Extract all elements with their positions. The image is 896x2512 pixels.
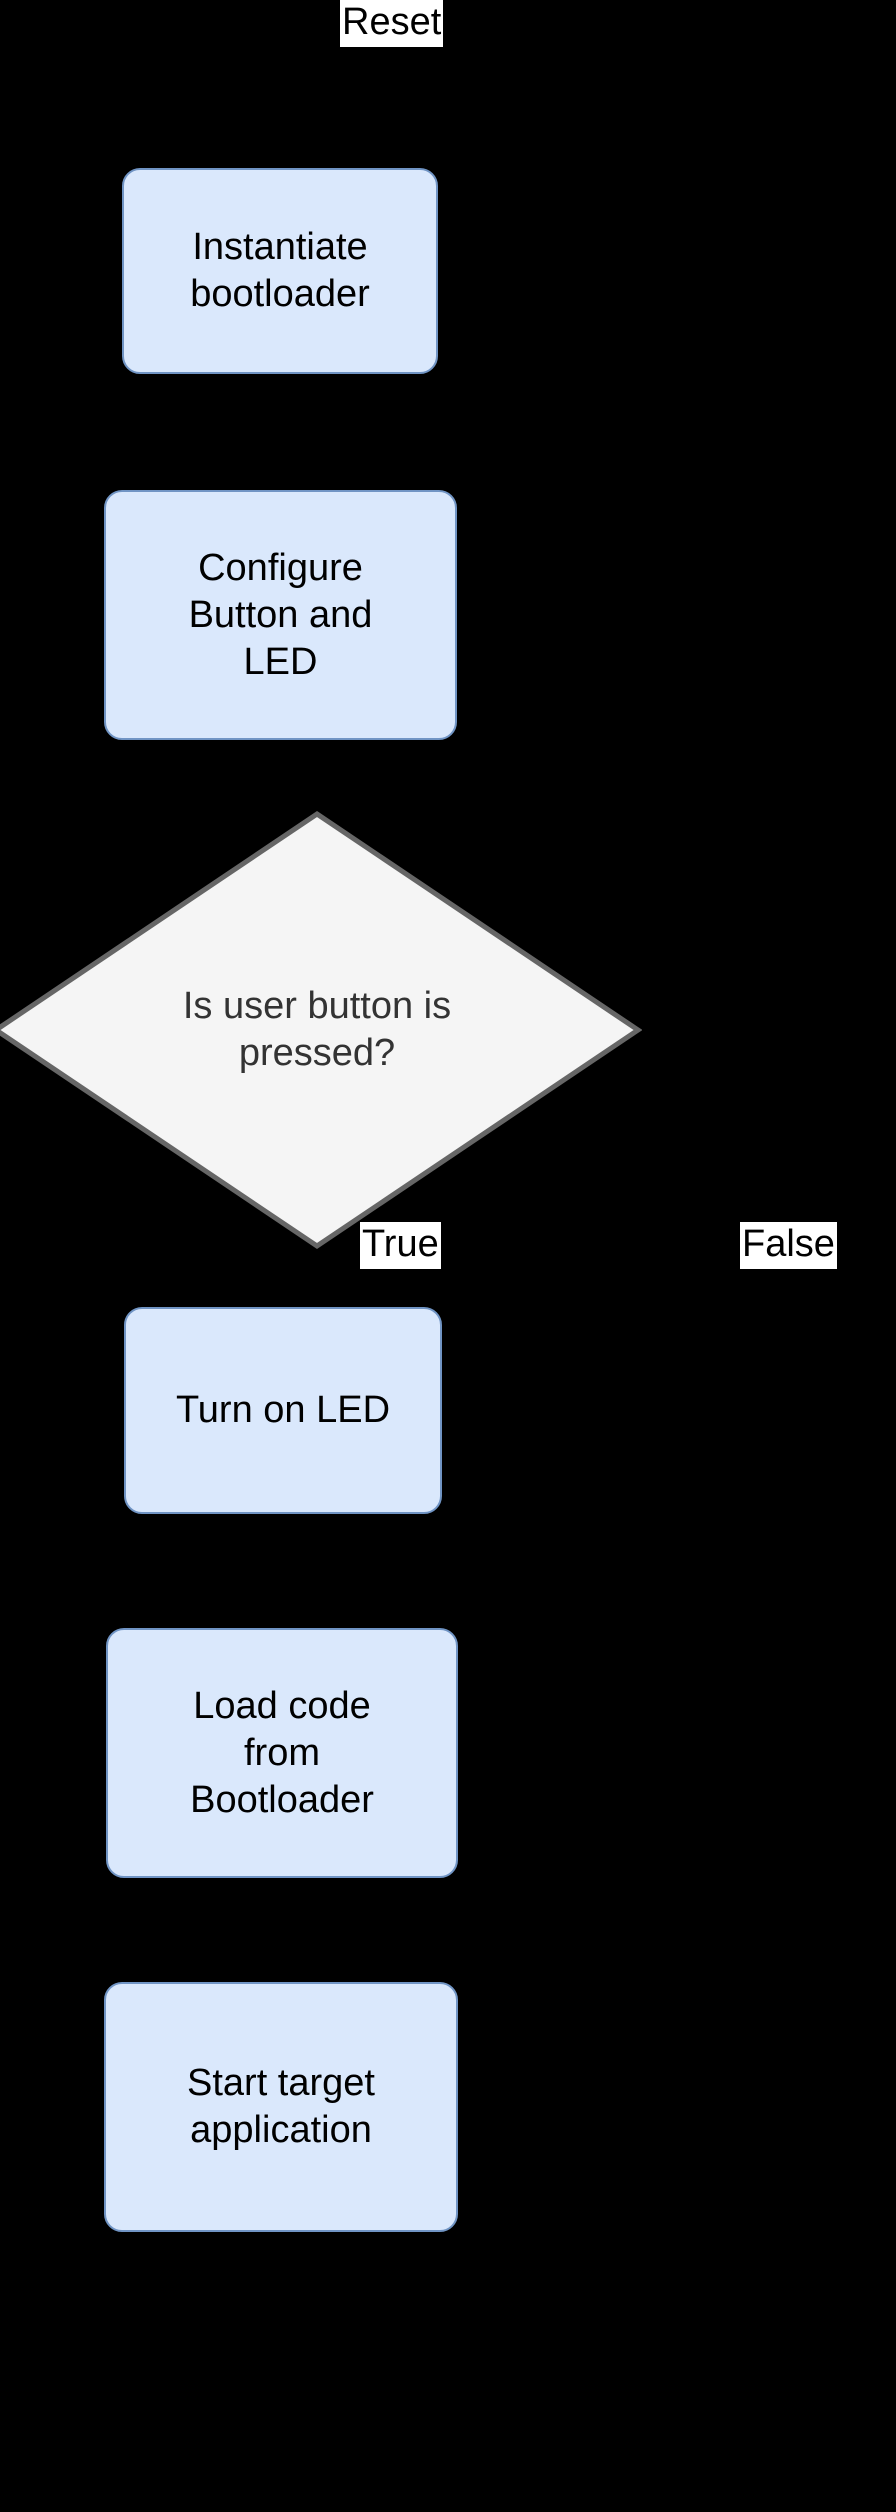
node-load-code-from-bootloader-label: Load code from Bootloader (190, 1684, 374, 1821)
edge-label-true: True (360, 1222, 441, 1269)
edge-label-false: False (740, 1222, 837, 1269)
node-turn-on-led[interactable]: Turn on LED (124, 1307, 442, 1514)
decision-diamond-shape (0, 810, 642, 1250)
node-configure-button-and-led[interactable]: Configure Button and LED (104, 490, 457, 740)
node-start-target-application[interactable]: Start target application (104, 1982, 458, 2232)
node-configure-button-and-led-label: Configure Button and LED (188, 546, 373, 683)
node-decision-is-user-button-pressed[interactable]: Is user button is pressed? (0, 810, 642, 1250)
edge-decision-false-to-startapp (497, 1124, 820, 2334)
node-instantiate-bootloader[interactable]: Instantiate bootloader (122, 168, 438, 374)
node-turn-on-led-label: Turn on LED (175, 1389, 391, 1431)
node-load-code-from-bootloader[interactable]: Load code from Bootloader (106, 1628, 458, 1878)
edge-label-reset: Reset (340, 0, 444, 47)
node-start-target-application-label: Start target application (187, 2062, 375, 2151)
node-instantiate-bootloader-label: Instantiate bootloader (190, 226, 370, 315)
